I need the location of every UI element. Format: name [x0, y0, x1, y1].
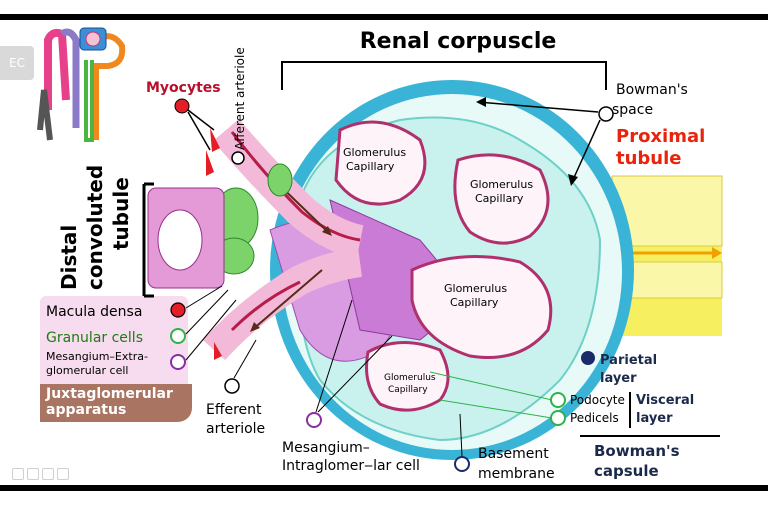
basement-membrane-marker — [454, 456, 470, 472]
afferent-arteriole-label: Afferent arteriole — [233, 47, 247, 150]
mesangium-intra-label-line1: Mesangium– — [282, 440, 370, 456]
pedicels-label: Pedicels — [570, 411, 619, 425]
title-group: Renal corpuscle — [281, 29, 607, 90]
afferent-arteriole-marker — [231, 151, 245, 165]
arterioles — [202, 118, 364, 361]
glomerulus-capillary-2-line1: Glomerulus — [470, 178, 533, 191]
toolbar-icon-1[interactable] — [12, 468, 24, 480]
toolbar-icon-2[interactable] — [27, 468, 39, 480]
juxtaglomerular-apparatus-label: Juxtaglomerular apparatus — [40, 384, 192, 422]
parietal-layer-marker — [581, 351, 595, 365]
macula-densa-label: Macula densa — [46, 304, 142, 320]
proximal-tubule-label-line2: tubule — [616, 148, 682, 169]
side-tab-chip[interactable]: EC — [0, 46, 34, 80]
toolbar-icon-3[interactable] — [42, 468, 54, 480]
glomerulus-capillary-3-line2: Capillary — [450, 296, 499, 309]
mini-toolbar — [12, 468, 69, 480]
top-border-bar — [0, 14, 768, 20]
glomerulus-capillary-2-line2: Capillary — [475, 192, 524, 205]
distal-label-line3: tubule — [109, 177, 133, 250]
proximal-tubule-label-line1: Proximal — [616, 126, 705, 147]
efferent-arteriole-label-line2: arteriole — [206, 421, 265, 437]
toolbar-icon-4[interactable] — [57, 468, 69, 480]
basement-membrane-label-line1: Basement — [478, 446, 549, 462]
parietal-layer-label-line2: layer — [600, 371, 637, 386]
pedicels-marker — [550, 410, 566, 426]
efferent-arteriole-marker — [224, 378, 240, 394]
podocyte-label: Podocyte — [570, 393, 625, 407]
myocytes-label: Myocytes — [146, 80, 221, 96]
mesangium-intra-marker — [306, 412, 322, 428]
efferent-arteriole-label-line1: Efferent — [206, 402, 262, 418]
juxtaglomerular-label-line2: apparatus — [46, 402, 127, 418]
glomerulus-capillary-1-line1: Glomerulus — [343, 146, 406, 159]
juxtaglomerular-label-line1: Juxtaglomerular — [46, 386, 173, 402]
mesangium-extra-marker — [170, 354, 186, 370]
bottom-border-bar — [0, 485, 768, 491]
granular-cells-label: Granular cells — [46, 330, 143, 346]
glomerulus-capillary-3-line1: Glomerulus — [444, 282, 507, 295]
bowmans-space-marker — [598, 106, 614, 122]
visceral-layer-label-line1: Visceral — [636, 393, 694, 408]
nephron-thumbnail — [37, 27, 126, 142]
distal-label-line2: convoluted — [83, 165, 107, 290]
parietal-layer-label-line1: Parietal — [600, 353, 657, 368]
distal-tubule-cross-section — [142, 182, 225, 298]
podocyte-marker — [550, 392, 566, 408]
macula-densa-marker — [170, 302, 186, 318]
mesangium-extra-label-line1: Mesangium–Extra- — [46, 350, 148, 363]
juxtaglomerular-labels-box — [40, 296, 188, 384]
granular-cells-marker — [170, 328, 186, 344]
mesangium-intra-label-line2: Intraglomer‒lar cell — [282, 458, 420, 474]
glomerulus-capillary-4-line2: Capillary — [388, 385, 428, 395]
visceral-layer-label-line2: layer — [636, 411, 673, 426]
glomerulus-capillaries — [334, 120, 553, 412]
bowmans-capsule-label-line2: capsule — [594, 462, 659, 480]
bowmans-capsule-label-line1: Bowman's — [594, 442, 680, 460]
glomerulus-capillary-4-line1: Glomerulus — [384, 373, 436, 383]
bowmans-space-label-line2: space — [612, 102, 653, 118]
bowmans-space-label-line1: Bowman's — [616, 82, 688, 98]
myocytes-marker — [174, 98, 190, 114]
diagram-title: Renal corpuscle — [360, 29, 557, 54]
glomerulus-capillary-1-line2: Capillary — [346, 160, 395, 173]
basement-membrane-label-line2: membrane — [478, 466, 555, 482]
mesangium-extra-label-line2: glomerular cell — [46, 364, 129, 377]
distal-label-line1: Distal — [57, 225, 81, 290]
